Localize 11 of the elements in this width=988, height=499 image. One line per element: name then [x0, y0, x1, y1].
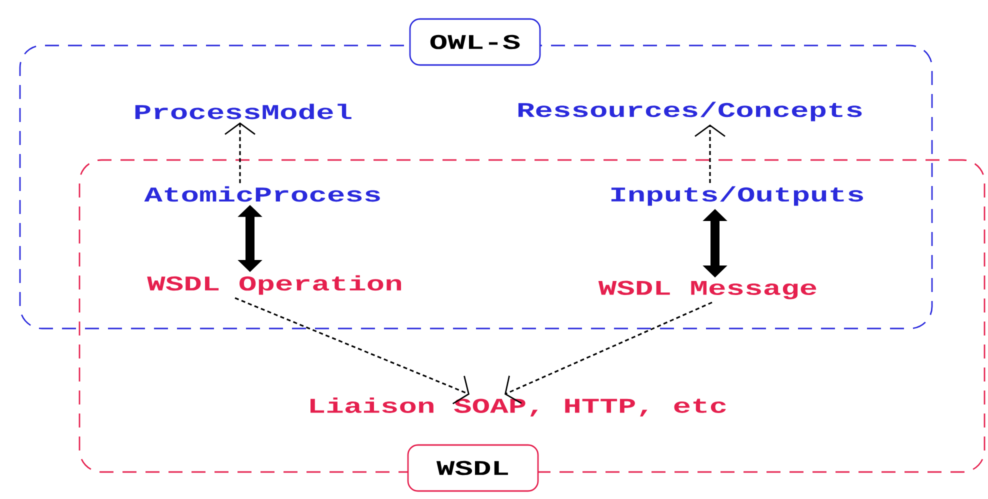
node-label: WSDL Message: [598, 280, 816, 300]
node-label: AtomicProcess: [144, 186, 380, 202]
region-label: WSDL: [407, 444, 539, 492]
arrow: [234, 297, 470, 404]
node-label: ProcessModel: [135, 104, 352, 120]
node-label: WSDL Operation: [147, 275, 402, 295]
node-label: Inputs/Outputs: [611, 186, 864, 206]
arrow: [504, 302, 712, 404]
node-label: Ressources/Concepts: [518, 102, 862, 122]
node-label: Liaison SOAP, HTTP, etc: [310, 398, 726, 416]
region-label: OWL-S: [409, 18, 541, 66]
